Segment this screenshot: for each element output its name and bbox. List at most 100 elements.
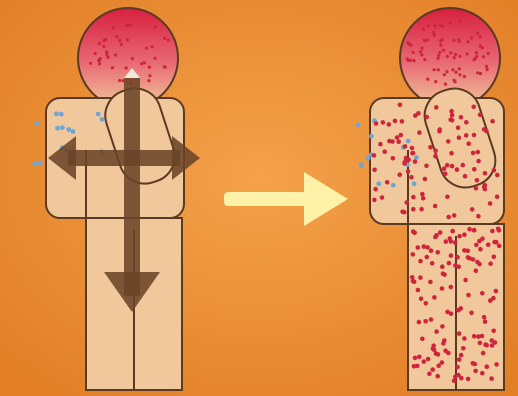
droplet-red xyxy=(443,348,448,353)
droplet-red xyxy=(395,135,400,140)
head-speck xyxy=(476,71,479,74)
head-speck xyxy=(118,39,121,42)
head-speck xyxy=(114,53,117,56)
droplet-red xyxy=(420,337,425,342)
droplet-blue xyxy=(359,162,364,167)
head-speck xyxy=(98,42,101,45)
droplet-red xyxy=(409,175,414,180)
droplet-red xyxy=(434,233,439,238)
droplet-red xyxy=(442,338,447,343)
droplet-red xyxy=(417,130,422,135)
head-speck xyxy=(98,62,101,65)
droplet-blue xyxy=(391,183,396,188)
head-speck xyxy=(420,53,423,56)
head-speck xyxy=(458,55,461,58)
droplet-red xyxy=(441,271,446,276)
droplet-blue xyxy=(356,122,361,127)
droplet-red xyxy=(466,141,471,146)
droplet-red xyxy=(459,115,464,120)
droplet-red xyxy=(431,346,436,351)
droplet-red xyxy=(464,120,469,125)
droplet-red xyxy=(455,167,460,172)
droplet-red xyxy=(473,362,478,367)
droplet-red xyxy=(413,356,418,361)
head-speck xyxy=(163,37,166,40)
droplet-red xyxy=(494,289,499,294)
droplet-red xyxy=(467,227,472,232)
droplet-red xyxy=(413,113,418,118)
droplet-red xyxy=(488,261,493,266)
head-speck xyxy=(406,57,409,60)
head-speck xyxy=(479,35,482,38)
droplet-red xyxy=(402,160,407,165)
droplet-red xyxy=(455,255,460,260)
droplet-red xyxy=(464,133,469,138)
head-speck xyxy=(126,24,129,27)
droplet-red xyxy=(416,288,421,293)
head-speck xyxy=(441,25,444,28)
droplet-red xyxy=(425,245,430,250)
droplet-red xyxy=(483,342,488,347)
droplet-red xyxy=(381,120,386,125)
head-speck xyxy=(105,51,108,54)
droplet-red xyxy=(476,150,481,155)
droplet-red xyxy=(476,159,481,164)
droplet-red xyxy=(400,209,405,214)
head-speck xyxy=(432,31,435,34)
head-speck xyxy=(437,57,440,60)
droplet-red xyxy=(474,268,479,273)
droplet-blue xyxy=(34,121,39,126)
droplet-red xyxy=(442,166,447,171)
droplet-blue xyxy=(414,155,419,160)
droplet-red xyxy=(399,133,404,138)
droplet-red xyxy=(472,133,477,138)
droplet-red xyxy=(449,109,454,114)
droplet-red xyxy=(425,255,430,260)
droplet-red xyxy=(387,122,392,127)
droplet-red xyxy=(400,119,405,124)
droplet-red xyxy=(466,377,471,382)
droplet-red xyxy=(391,156,396,161)
head-speck xyxy=(434,80,437,83)
head-speck xyxy=(443,73,446,76)
head-speck xyxy=(147,79,150,82)
head-speck xyxy=(104,38,107,41)
head-speck xyxy=(458,20,461,23)
droplet-red xyxy=(483,183,488,188)
droplet-red xyxy=(469,311,474,316)
droplet-red xyxy=(494,240,499,245)
head-speck xyxy=(102,45,105,48)
head-speck xyxy=(475,51,478,54)
droplet-red xyxy=(434,351,439,356)
droplet-red xyxy=(390,139,395,144)
droplet-red xyxy=(433,154,438,159)
droplet-red xyxy=(466,255,471,260)
droplet-red xyxy=(475,178,480,183)
droplet-red xyxy=(440,264,445,269)
head-speck xyxy=(437,54,440,57)
droplet-red xyxy=(449,253,454,258)
head-speck xyxy=(433,34,436,37)
droplet-red xyxy=(372,168,377,173)
droplet-red xyxy=(473,369,478,374)
head-speck xyxy=(453,79,456,82)
head-speck xyxy=(419,50,422,53)
head-speck xyxy=(99,57,102,60)
droplet-red xyxy=(443,171,448,176)
droplet-red xyxy=(435,250,440,255)
droplet-red xyxy=(481,351,486,356)
head-speck xyxy=(482,55,485,58)
droplet-red xyxy=(434,329,439,334)
droplet-red xyxy=(475,260,480,265)
droplet-red xyxy=(448,236,453,241)
droplet-blue xyxy=(369,134,374,139)
droplet-red xyxy=(453,375,458,380)
head-speck xyxy=(470,36,473,39)
droplet-red xyxy=(461,163,466,168)
droplet-blue xyxy=(59,112,64,117)
head-speck xyxy=(440,38,443,41)
droplet-red xyxy=(426,357,431,362)
head-speck xyxy=(111,66,114,69)
head-speck xyxy=(458,73,461,76)
droplet-red xyxy=(428,280,433,285)
